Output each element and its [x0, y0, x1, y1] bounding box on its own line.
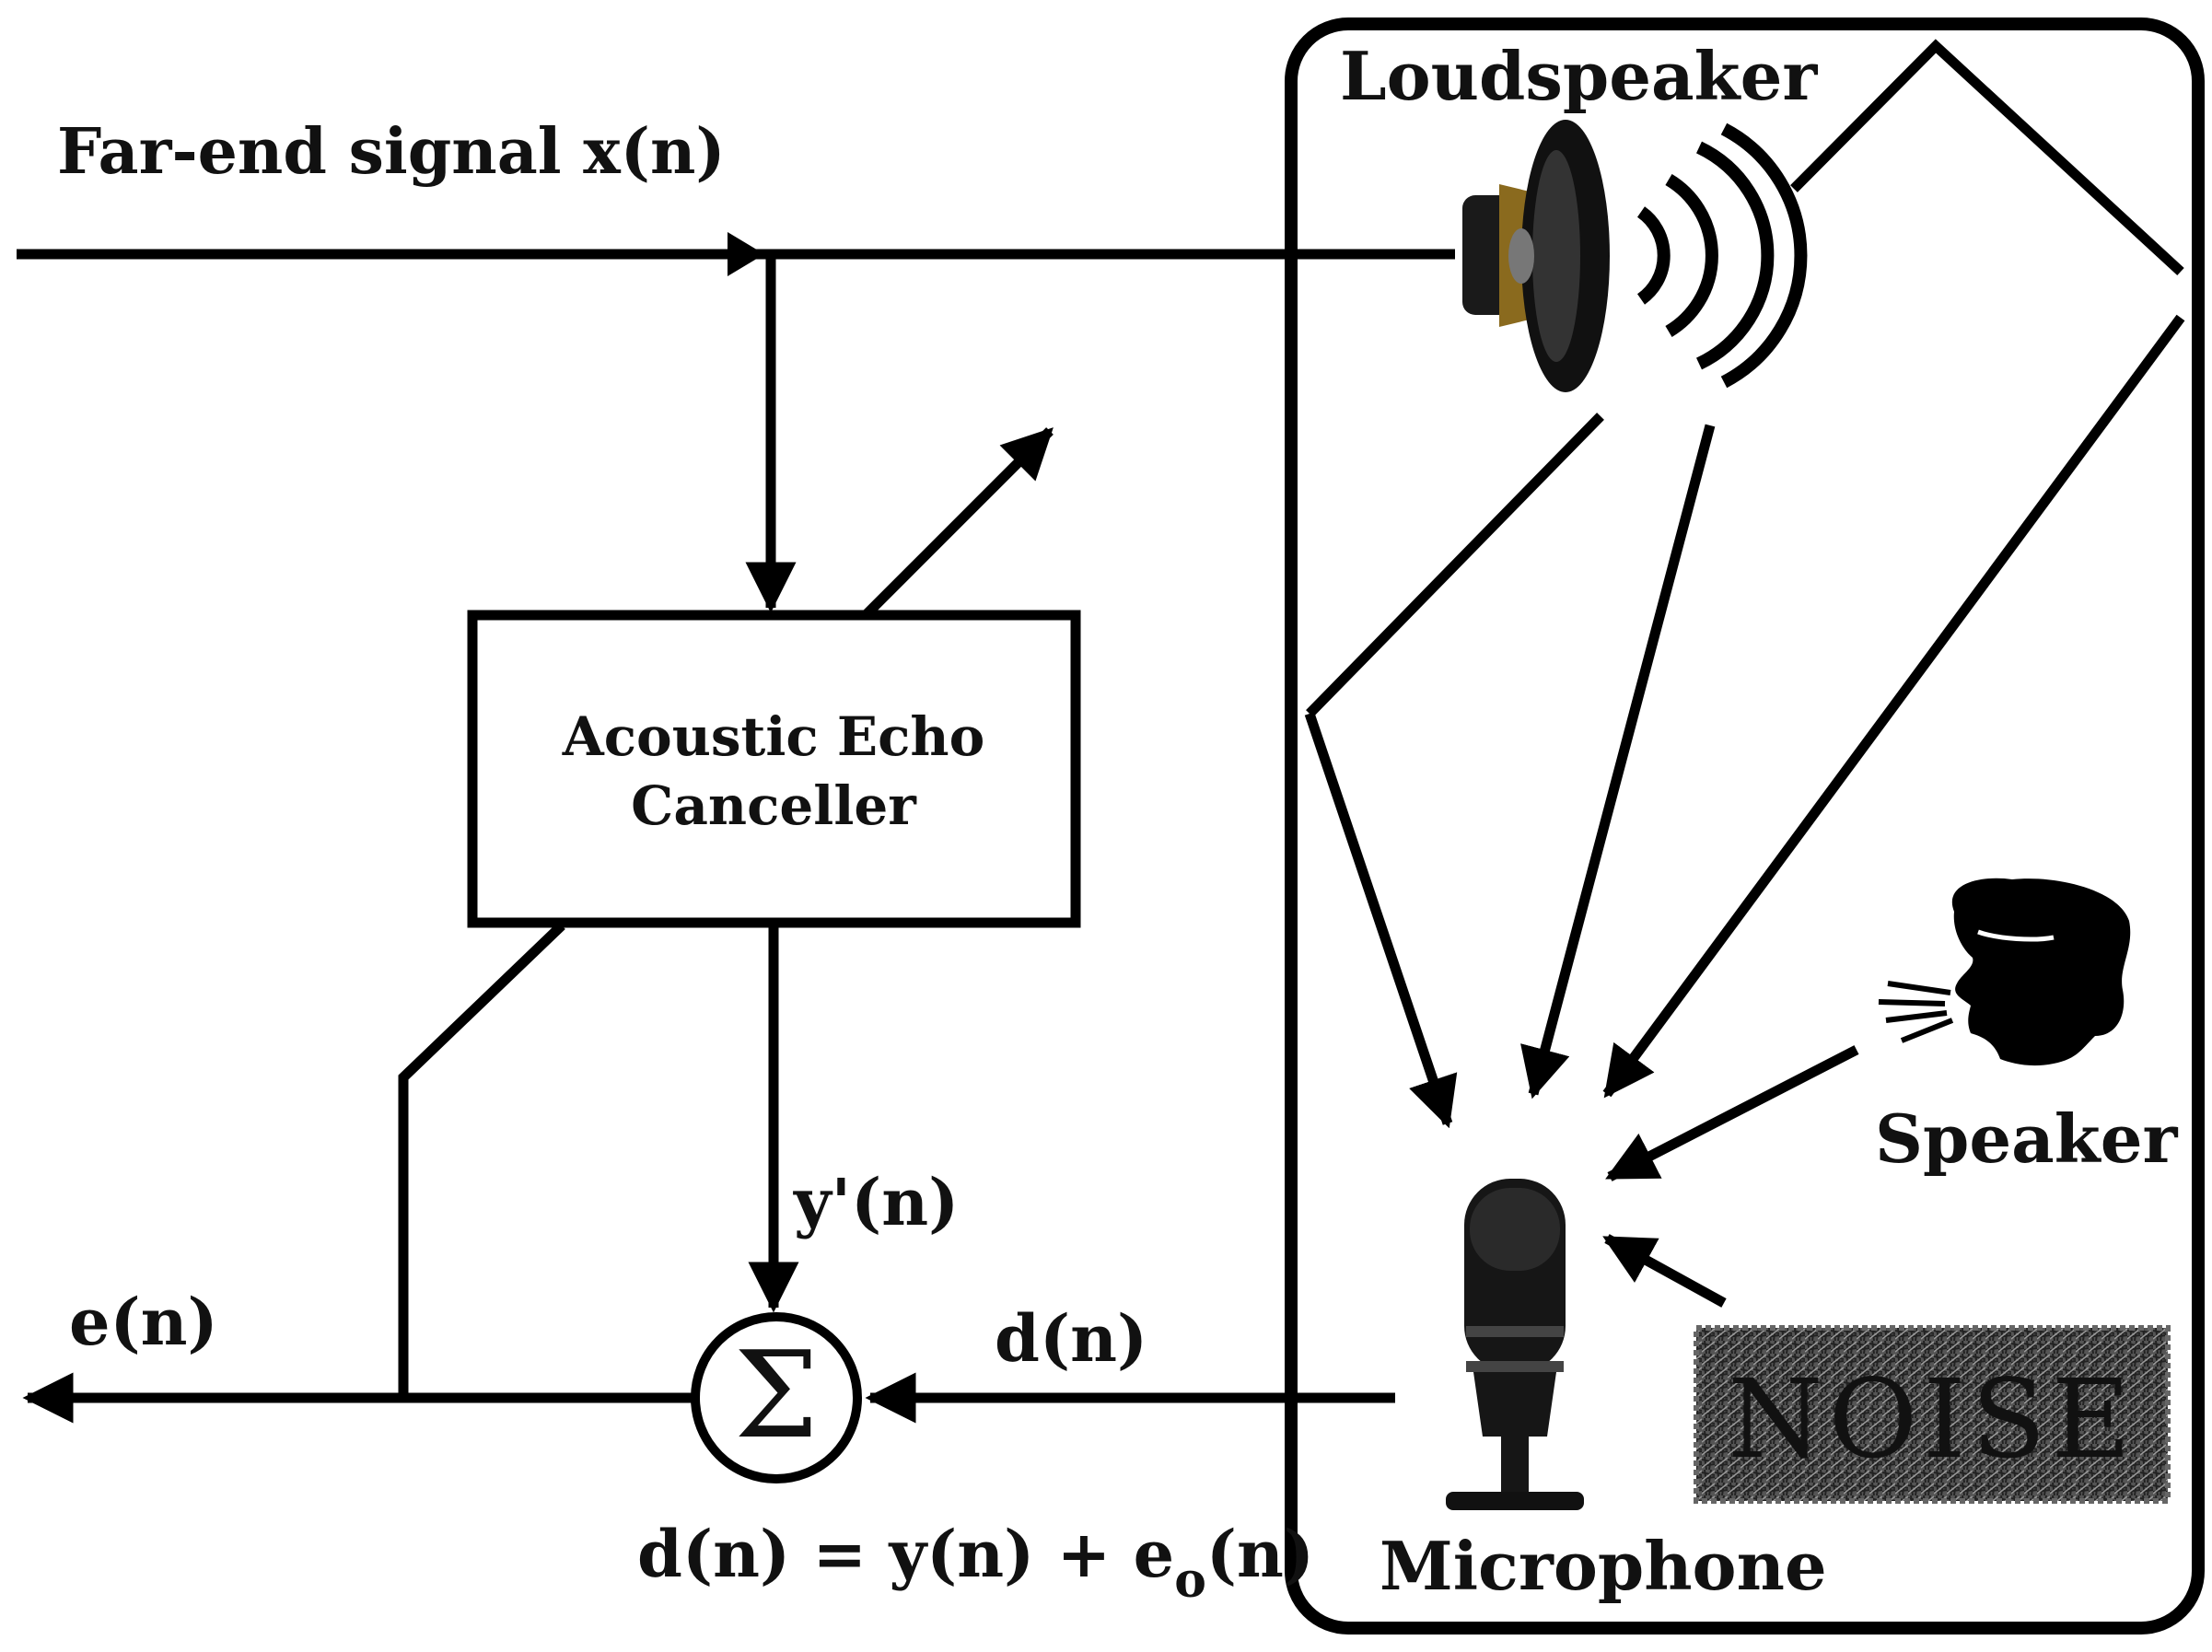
summation-node: [691, 1312, 862, 1483]
loudspeaker-icon: [1462, 120, 1610, 392]
microphone-label: Microphone: [1380, 1527, 1827, 1605]
noise-label: NOISE: [1728, 1355, 2136, 1483]
sum-symbol: Σ: [734, 1325, 819, 1465]
noise-arrow: [1602, 1234, 1727, 1308]
speaker-head-icon: [1878, 878, 2131, 1066]
reflection-path-ceiling: [1790, 39, 2184, 276]
y-prime-label: y'(n): [793, 1164, 959, 1240]
far-end-signal-label: Far-end signal x(n): [57, 115, 726, 189]
reflection-path-left-wall-a: [1306, 413, 1604, 717]
adaptation-arrow: [862, 427, 1054, 619]
noise-icon: NOISE: [1694, 1325, 2171, 1504]
equation-label: d(n) = y(n) + eo(n): [637, 1516, 1314, 1609]
equation-prefix: d(n) = y(n) + e: [637, 1516, 1174, 1592]
error-signal-label: e(n): [69, 1284, 218, 1360]
aec-label-line2: Canceller: [631, 774, 917, 837]
reflection-path-right-wall: [1602, 314, 2185, 1099]
reflection-path-left-wall-b: [1304, 712, 1458, 1129]
aec-label-line1: Acoustic Echo: [562, 705, 985, 768]
microphone-icon: [1446, 1179, 1584, 1510]
error-feedback-line: [398, 922, 565, 1398]
acoustic-echo-canceller-block: [467, 610, 1081, 928]
direct-echo-path: [1520, 424, 1716, 1099]
sound-waves-icon: [1636, 122, 1808, 389]
far-end-arrowhead: [728, 232, 764, 276]
loudspeaker-label: Loudspeaker: [1340, 37, 1818, 115]
room-enclosure: [1285, 17, 2205, 1635]
speaker-label: Speaker: [1875, 1099, 2178, 1178]
near-end-speech-arrow: [1605, 1045, 1859, 1181]
desired-signal-label: d(n): [995, 1300, 1147, 1377]
equation-suffix: (n): [1206, 1516, 1314, 1592]
equation-subscript: o: [1174, 1553, 1206, 1609]
